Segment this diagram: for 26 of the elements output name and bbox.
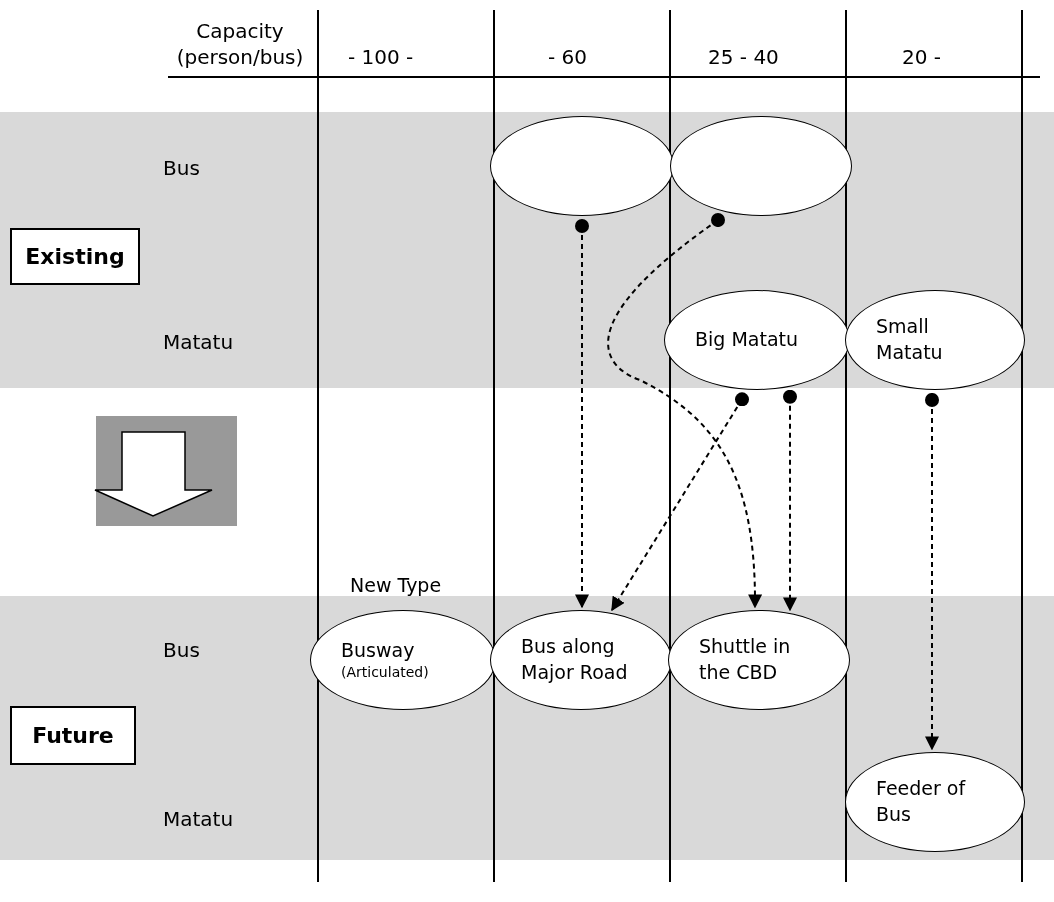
row-label: Bus <box>163 156 200 180</box>
node-caption: New Type <box>350 574 442 596</box>
column-header: 20 - <box>902 45 942 69</box>
row-label: Bus <box>163 638 200 662</box>
node-text: Existing <box>25 244 125 269</box>
node-text: Future <box>32 723 114 748</box>
node-text: Small Matatu <box>876 314 944 365</box>
node-text: Feeder of Bus <box>876 776 967 827</box>
arrow <box>607 213 762 609</box>
label-box <box>10 228 140 285</box>
arrow <box>611 392 749 612</box>
arrow <box>575 219 589 609</box>
column-header: 25 - 40 <box>708 45 779 69</box>
node-text: Busway <box>341 637 416 663</box>
header-text: Capacity (person/bus) <box>175 18 305 70</box>
node-text: Shuttle in the CBD <box>699 634 792 685</box>
node-text: Big Matatu <box>695 327 800 353</box>
label-box <box>10 706 136 765</box>
arrow <box>925 392 939 751</box>
row-label: Matatu <box>163 330 234 354</box>
node-text: (Articulated) <box>341 663 430 683</box>
column-header: - 100 - <box>348 45 414 69</box>
row-label: Matatu <box>163 807 234 831</box>
column-header: - 60 <box>548 45 588 69</box>
node-text: Bus along Major Road <box>521 634 629 685</box>
arrow <box>783 389 797 612</box>
